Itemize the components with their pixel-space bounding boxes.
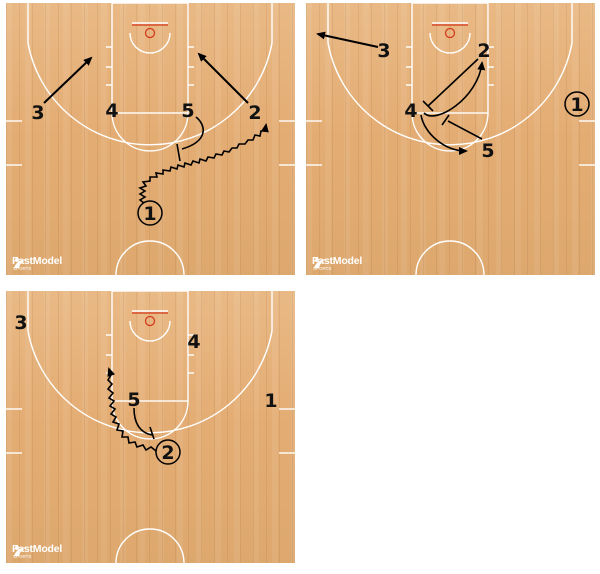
- player-5: 5: [481, 140, 494, 162]
- watermark-sub: SPORTS: [13, 266, 32, 271]
- move-arrow-3: [316, 31, 379, 48]
- move-arrow-3: [43, 56, 93, 104]
- watermark: FastModel SPORTS: [12, 544, 62, 560]
- screen-path-5: [133, 407, 153, 436]
- watermark-sub: SPORTS: [13, 554, 32, 559]
- restricted-area: [429, 32, 471, 54]
- lane-hash-marks: [406, 46, 494, 86]
- player-4: 4: [404, 100, 417, 122]
- screen-bar-2: [422, 100, 434, 112]
- court-diagram-2: 3 2 4 5 1 FastModel SPORTS: [306, 3, 595, 275]
- dribble-path-1: [138, 123, 269, 204]
- fastmodel-logo-icon: [14, 546, 26, 556]
- screen-bar-5: [176, 143, 181, 162]
- ball-handler-circle: [137, 200, 163, 226]
- dribble-path-2: [106, 367, 157, 452]
- court-diagram-3: 3 4 5 1 2 FastModel SPORTS: [6, 291, 295, 563]
- player-5: 5: [181, 100, 194, 122]
- screen-bar-5: [441, 114, 450, 126]
- free-throw-lane: [411, 3, 489, 114]
- watermark-sub: SPORTS: [313, 266, 332, 271]
- ball-handler-circle: [564, 91, 590, 117]
- player-1: 1: [143, 203, 156, 225]
- watermark: FastModel SPORTS: [12, 256, 62, 272]
- watermark-brand: FastModel: [312, 255, 363, 267]
- cut-path-4: [423, 61, 486, 117]
- player-2: 2: [248, 102, 261, 124]
- player-1: 1: [570, 94, 583, 116]
- court-lines: 3 2 4 5 1: [306, 3, 595, 275]
- court-lines: 1 3 4 5 2: [6, 3, 295, 275]
- ball-handler-circle: [155, 439, 181, 465]
- player-5: 5: [127, 389, 140, 411]
- lane-hash-marks: [106, 46, 194, 86]
- player-1: 1: [264, 390, 277, 412]
- cut-path-4b: [420, 114, 468, 155]
- screen-path-5: [181, 116, 204, 150]
- free-throw-circle: [111, 112, 189, 152]
- fastmodel-logo-icon: [314, 258, 326, 268]
- player-3: 3: [377, 40, 390, 62]
- court-lines: 3 4 5 1 2: [6, 291, 295, 563]
- player-4: 4: [187, 331, 200, 353]
- screen-line-2: [427, 58, 479, 107]
- court-diagram-1: 1 3 4 5 2 FastModel SPORTS: [6, 3, 295, 275]
- free-throw-lane: [111, 291, 189, 402]
- fastmodel-logo-icon: [14, 258, 26, 268]
- center-circle: [115, 528, 185, 563]
- rim: [144, 27, 156, 39]
- watermark-brand: FastModel: [12, 255, 63, 267]
- player-3: 3: [14, 312, 27, 334]
- player-2: 2: [161, 442, 174, 464]
- three-point-line: [27, 3, 273, 146]
- center-circle: [415, 240, 485, 275]
- center-circle: [115, 240, 185, 275]
- screen-line-5: [447, 120, 483, 140]
- rim: [144, 315, 156, 327]
- player-2: 2: [477, 40, 490, 62]
- player-4: 4: [105, 100, 118, 122]
- restricted-area: [129, 320, 171, 342]
- three-point-line: [27, 291, 273, 434]
- move-arrow-2: [197, 52, 249, 104]
- player-3: 3: [31, 102, 44, 124]
- watermark-brand: FastModel: [12, 543, 63, 555]
- free-throw-lane: [111, 3, 189, 114]
- watermark: FastModel SPORTS: [312, 256, 362, 272]
- three-point-line: [327, 3, 573, 146]
- screen-bar-5: [149, 426, 155, 440]
- free-throw-circle: [411, 112, 489, 152]
- rim: [444, 27, 456, 39]
- restricted-area: [129, 32, 171, 54]
